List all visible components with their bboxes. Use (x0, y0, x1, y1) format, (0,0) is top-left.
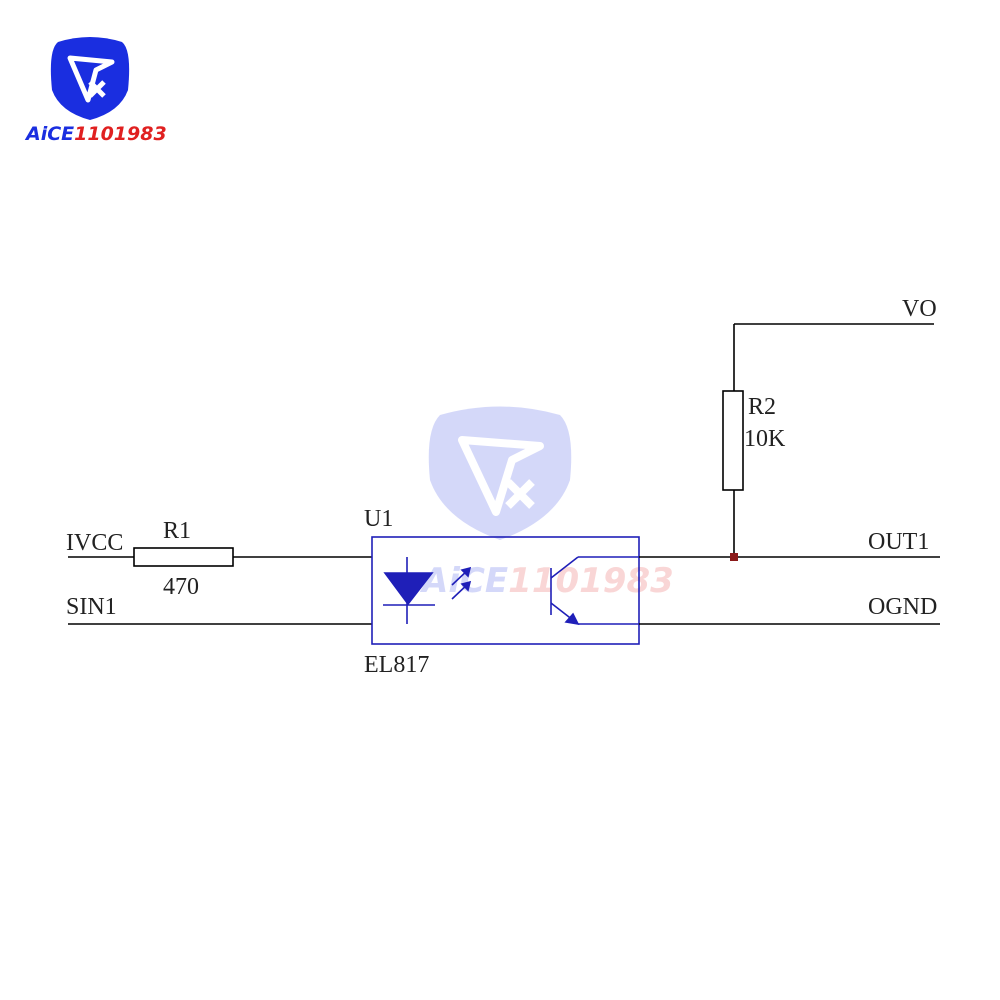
watermark-text: AiCE1101983 (419, 561, 674, 601)
watermark-text-red: 1101983 (508, 561, 674, 601)
logo-text: AiCE1101983 (24, 123, 167, 145)
u1-package-outline (371, 536, 640, 645)
logo-text-red: 1101983 (74, 123, 167, 145)
logo-cross-icon (88, 80, 106, 98)
led-diode-icon (383, 572, 434, 606)
junction-dot (730, 553, 738, 561)
label-r1-designator: R1 (163, 518, 191, 544)
resistor-r2 (722, 390, 744, 491)
emitter-arrow-icon (564, 612, 580, 626)
watermark-text-blue: AiCE (419, 561, 508, 601)
watermark-shield-icon (428, 406, 572, 540)
label-r1-value: 470 (163, 574, 199, 600)
phototransistor-collector (550, 556, 579, 579)
label-ognd: OGND (868, 594, 937, 620)
resistor-r1 (133, 547, 234, 567)
logo-arrow-icon (67, 55, 115, 103)
label-ivcc: IVCC (66, 530, 123, 556)
label-sin1: SIN1 (66, 594, 117, 620)
label-vo: VO (902, 296, 937, 322)
label-r2-value: 10K (744, 426, 786, 452)
label-r2-designator: R2 (748, 394, 776, 420)
label-u1-part: EL817 (364, 652, 429, 678)
brand-logo: AiCE1101983 (24, 37, 167, 145)
watermark: AiCE1101983 (419, 406, 674, 601)
watermark-arrow-icon (458, 436, 544, 516)
optocoupler-u1 (371, 536, 640, 645)
watermark-cross-icon (505, 479, 535, 509)
logo-shield-icon (50, 37, 130, 120)
label-out1: OUT1 (868, 529, 929, 555)
logo-text-blue: AiCE (24, 123, 74, 145)
label-u1-designator: U1 (364, 506, 393, 532)
light-arrows-icon (451, 566, 472, 600)
